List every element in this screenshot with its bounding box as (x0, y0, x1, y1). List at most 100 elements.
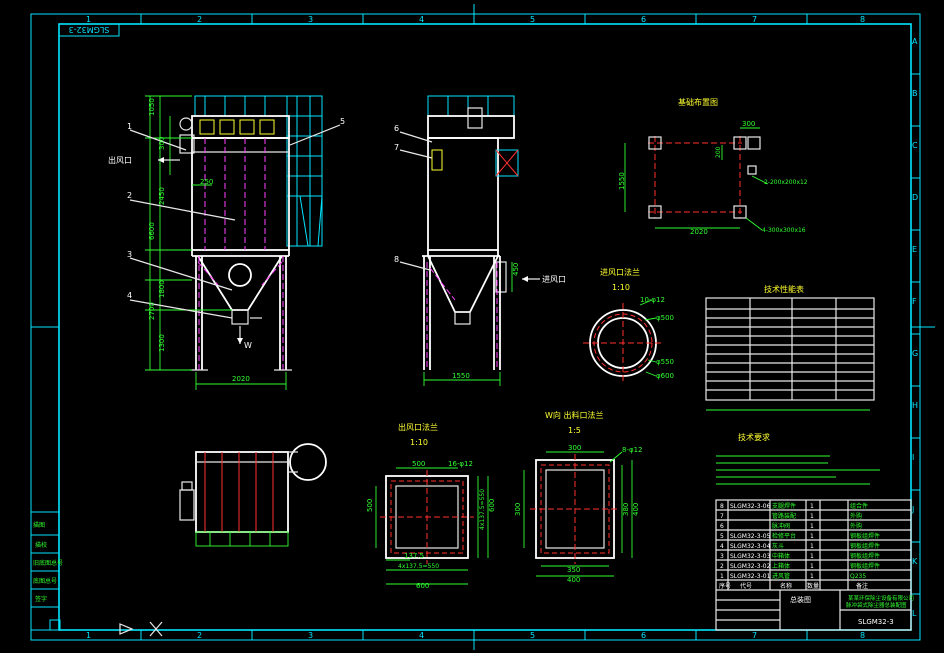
svg-text:3: 3 (720, 553, 724, 560)
svg-text:SLGM32-3-03: SLGM32-3-03 (730, 553, 771, 560)
tech-table-title: 技术性能表 (764, 284, 804, 294)
title-block (715, 499, 912, 631)
col-label: 6 (641, 15, 646, 24)
dim: 350 (567, 566, 580, 574)
svg-text:中箱体: 中箱体 (772, 552, 790, 560)
svg-text:钢板组焊件: 钢板组焊件 (850, 532, 880, 540)
svg-text:8: 8 (720, 503, 724, 510)
callout-7: 7 (394, 143, 399, 152)
dim: 8-φ12 (622, 446, 643, 454)
projection-symbols (119, 621, 163, 637)
inlet-flange-text: 进风口法兰 1:10 10-φ12 φ500 φ550 φ600 (600, 267, 674, 380)
dim: 2-200x200x12 (764, 179, 808, 186)
w-flange-view (523, 451, 633, 577)
dim: 200 (715, 146, 722, 158)
dim: φ500 (656, 314, 674, 322)
svg-text:组合件: 组合件 (850, 502, 868, 510)
dim: 2020 (232, 375, 250, 383)
tech-table-text: 技术性能表 技术要求 (738, 284, 804, 442)
dim: 6600 (148, 222, 156, 240)
svg-text:2: 2 (720, 563, 724, 570)
svg-text:脉冲阀: 脉冲阀 (772, 522, 790, 530)
svg-text:代号: 代号 (740, 582, 752, 590)
left-strip-table: 描图 描校 旧底图总号 底图总号 签字 (30, 511, 63, 631)
border-column-labels: 1 2 3 4 5 6 7 8 1 2 3 4 5 6 7 8 (86, 15, 865, 640)
col-label: 3 (308, 15, 313, 24)
svg-text:1: 1 (810, 573, 814, 580)
tech-performance-table (705, 297, 875, 401)
svg-text:上箱体: 上箱体 (772, 562, 790, 570)
row-label: E (912, 245, 917, 254)
w-flange-scale: 1:5 (568, 426, 581, 435)
callout-6: 6 (394, 124, 399, 133)
callout-2: 2 (127, 191, 132, 200)
strip-label: 底图总号 (33, 577, 57, 585)
svg-text:管路装配: 管路装配 (772, 512, 796, 520)
outlet-label: 出风口 (108, 155, 132, 165)
col-label: 5 (530, 631, 535, 640)
outlet-flange-text: 出风口法兰 1:10 500 16-φ12 500 4x137.5=550 60… (366, 422, 496, 590)
row-label: B (912, 89, 918, 98)
dim: 10-φ12 (640, 296, 665, 304)
col-label: 2 (197, 631, 202, 640)
company-name: 某某环保除尘设备有限公司 (848, 594, 914, 602)
row-label: F (912, 297, 917, 306)
svg-text:外购: 外购 (850, 522, 862, 530)
dim: 300 (158, 137, 166, 150)
inlet-flange-scale: 1:10 (612, 283, 630, 292)
drawing-number-box: SLGM32-3 (58, 23, 120, 37)
drawing-number-rotated: SLGM32-3 (69, 25, 110, 34)
side-view-text: 6 7 8 进风口 450 1550 (394, 124, 566, 380)
row-label: I (912, 453, 914, 462)
svg-text:4: 4 (720, 543, 724, 550)
dim: 300 (514, 503, 522, 516)
svg-text:检修平台: 检修平台 (772, 532, 796, 540)
dim: 2020 (690, 228, 708, 236)
side-view (399, 95, 540, 386)
tech-requirements-lines (706, 409, 880, 485)
inlet-flange-view (583, 299, 663, 383)
svg-text:SLGM32-3-05: SLGM32-3-05 (730, 533, 771, 540)
col-label: 7 (752, 631, 757, 640)
dim: 1800 (158, 280, 166, 298)
svg-text:SLGM32-3-04: SLGM32-3-04 (730, 543, 771, 550)
svg-text:SLGM32-3-06: SLGM32-3-06 (730, 503, 771, 510)
row-label: H (912, 401, 918, 410)
svg-text:数量: 数量 (807, 582, 819, 590)
dim: 600 (416, 582, 429, 590)
row-label: J (911, 505, 914, 514)
svg-text:Q235: Q235 (850, 573, 866, 580)
callout-3: 3 (127, 250, 132, 259)
foundation-text: 基础布置图 300 1550 2020 2-200x200x12 4-300x3… (618, 97, 808, 236)
svg-text:备注: 备注 (856, 582, 868, 590)
col-label: 5 (530, 15, 535, 24)
col-label: 8 (860, 631, 865, 640)
stage: 总装图 (790, 595, 811, 604)
dim: 380 (622, 503, 630, 516)
row-label: A (912, 37, 918, 46)
svg-text:1: 1 (720, 573, 724, 580)
dim: φ600 (656, 372, 674, 380)
svg-text:支腿焊件: 支腿焊件 (772, 502, 796, 510)
sheet-frame (30, 4, 935, 650)
dim: φ550 (656, 358, 674, 366)
col-label: 1 (86, 15, 91, 24)
outlet-flange-view (375, 467, 489, 585)
row-label: C (912, 141, 918, 150)
outlet-flange-title: 出风口法兰 (398, 422, 438, 432)
dim: 400 (632, 503, 640, 516)
dim: 500 (366, 499, 374, 512)
col-label: 4 (419, 631, 424, 640)
svg-text:5: 5 (720, 533, 724, 540)
svg-text:外购: 外购 (850, 512, 862, 520)
svg-text:钢板组焊件: 钢板组焊件 (850, 552, 880, 560)
w-flange-title: W向 出料口法兰 (545, 410, 603, 420)
col-label: 4 (419, 15, 424, 24)
plan-view (179, 443, 327, 547)
bom-rows: 8 SLGM32-3-06 支腿焊件 1 组合件 7 管路装配 1 外购 6 脉… (719, 502, 880, 590)
strip-label: 签字 (35, 595, 47, 603)
callout-5: 5 (340, 117, 345, 126)
outlet-flange-scale: 1:10 (410, 438, 428, 447)
callout-4: 4 (127, 291, 132, 300)
